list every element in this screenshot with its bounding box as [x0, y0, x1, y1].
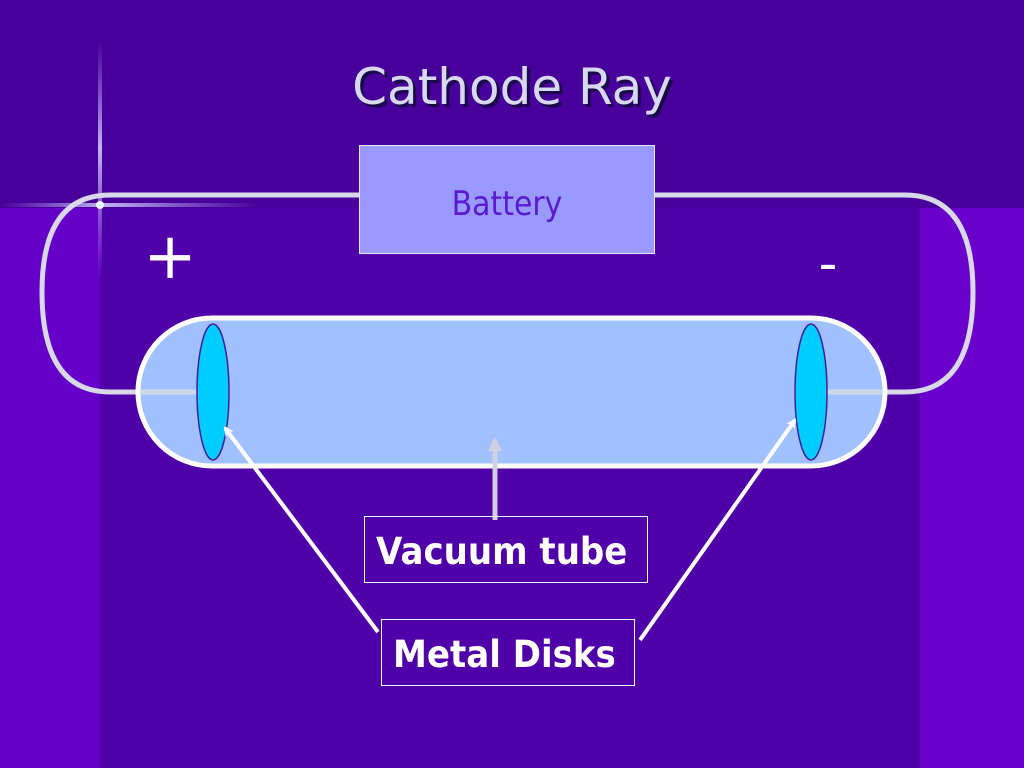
slide-title: Cathode Ray	[352, 58, 672, 116]
flare-center	[96, 201, 104, 209]
vacuum-tube	[135, 315, 888, 469]
metal-disks-label: Metal Disks	[393, 633, 616, 676]
wire-right	[655, 192, 976, 395]
wire-left	[39, 192, 360, 395]
metal-disk-arrow-right	[638, 418, 797, 642]
flare-horizontal	[0, 203, 260, 207]
metal-disks-label-box	[381, 619, 635, 686]
metal-disk-left	[196, 323, 230, 461]
positive-terminal-sign: +	[143, 220, 197, 294]
vacuum-tube-label: Vacuum tube	[376, 530, 628, 573]
vacuum-tube-label-box	[364, 516, 648, 583]
battery-label: Battery	[451, 184, 563, 224]
metal-disk-arrow-left	[223, 426, 380, 634]
battery: Battery	[359, 145, 655, 254]
negative-terminal-sign: -	[818, 234, 838, 294]
flare-vertical	[98, 40, 102, 280]
metal-disk-right	[794, 323, 828, 461]
